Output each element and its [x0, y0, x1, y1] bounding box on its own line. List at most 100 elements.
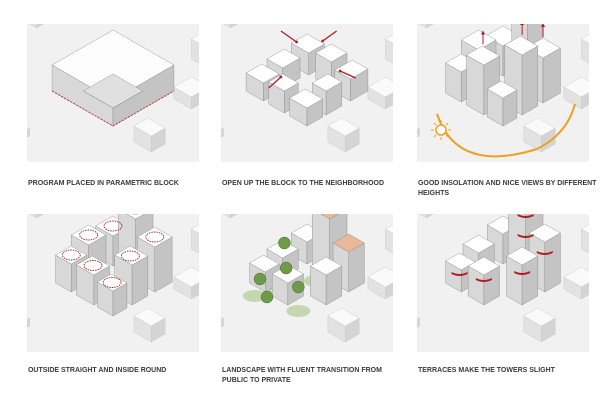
- context-building-roof: [417, 126, 420, 130]
- round-inner-outline: [145, 231, 165, 243]
- context-building-side: [223, 24, 231, 29]
- context-building-side: [419, 24, 427, 29]
- caption-6: TERRACES MAKE THE TOWERS SLIGHT: [418, 365, 555, 374]
- tree-icon: [278, 236, 291, 250]
- context-building-side: [385, 38, 393, 64]
- caption-1: PROGRAM PLACED IN PARAMETRIC BLOCK: [28, 178, 179, 187]
- opening-arrow: [280, 30, 297, 43]
- terrace-cut: [475, 278, 492, 282]
- building-volume-roof: [289, 88, 324, 109]
- round-inner-outline: [61, 249, 81, 261]
- block-boundary-line: [51, 90, 175, 127]
- caption-5: LANDSCAPE WITH FLUENT TRANSITION FROM PU…: [222, 365, 382, 384]
- landscape-area: [286, 305, 311, 317]
- context-building-side: [581, 228, 589, 254]
- tree-icon: [279, 261, 293, 275]
- context-building-roof: [580, 34, 589, 44]
- context-building-side: [419, 214, 427, 219]
- tower-volume-roof: [506, 246, 539, 266]
- tower-volume-roof: [504, 35, 539, 56]
- diagram-panel-1: [27, 24, 199, 162]
- context-building-side: [426, 24, 434, 29]
- context-building-roof: [27, 126, 30, 130]
- context-building-side: [230, 214, 238, 219]
- tower-volume-roof: [249, 254, 280, 273]
- context-building-side: [191, 38, 199, 64]
- context-building-side: [417, 317, 420, 328]
- context-building-roof: [580, 224, 589, 234]
- context-building-side: [426, 214, 434, 219]
- context-building-side: [230, 24, 238, 29]
- tower-volume-roof: [310, 256, 343, 276]
- context-building-side: [221, 127, 224, 138]
- context-building-side: [27, 317, 30, 328]
- straight-round-illustration: [27, 214, 199, 352]
- context-building-roof: [523, 307, 556, 327]
- round-inner-outline: [120, 250, 140, 262]
- diagram-panel-2: [221, 24, 393, 162]
- tower-volume-side: [466, 54, 485, 116]
- opening-arrow: [339, 70, 356, 79]
- terrace-cut: [514, 271, 531, 275]
- building-volume-roof: [245, 63, 280, 84]
- context-building-side: [581, 38, 589, 64]
- context-building-side: [36, 214, 44, 219]
- tower-volume-roof: [467, 256, 500, 276]
- round-inner-outline: [79, 229, 99, 241]
- context-building-roof: [327, 117, 360, 137]
- tower-volume-roof: [332, 233, 365, 253]
- context-building-side: [29, 24, 37, 29]
- sun-ray: [445, 134, 449, 138]
- building-volume-roof: [315, 43, 348, 63]
- building-volume-roof: [266, 48, 301, 69]
- context-building-roof: [133, 117, 166, 137]
- terrace-cut: [536, 251, 553, 255]
- building-volume-roof: [268, 73, 299, 92]
- context-building-roof: [563, 76, 589, 98]
- context-building-roof: [190, 224, 199, 234]
- tower-volume-roof: [76, 255, 110, 276]
- terrace-cut: [451, 272, 468, 276]
- terrace-cut: [517, 234, 534, 238]
- parametric-block-illustration: [27, 24, 199, 162]
- sun-ray: [433, 134, 437, 138]
- sun-ray: [433, 122, 437, 126]
- tower-volume-side: [544, 232, 561, 293]
- tower-volume-roof: [445, 252, 476, 271]
- context-building-roof: [133, 307, 166, 327]
- round-inner-outline: [103, 220, 123, 232]
- context-building-side: [29, 214, 37, 219]
- landscape-area: [242, 290, 267, 302]
- tree-icon: [260, 290, 274, 304]
- arrow-head: [541, 24, 546, 27]
- caption-4: OUTSIDE STRAIGHT AND INSIDE ROUND: [28, 365, 167, 374]
- context-building-roof: [173, 76, 199, 98]
- context-building-roof: [367, 76, 393, 98]
- round-inner-outline: [102, 277, 122, 288]
- tower-volume-roof: [126, 214, 145, 220]
- caption-2: OPEN UP THE BLOCK TO THE NEIGHBORHOOD: [222, 178, 384, 187]
- arrow-head: [520, 24, 525, 25]
- tower-volume-roof: [462, 234, 495, 254]
- arrow-head: [321, 39, 325, 43]
- context-building-roof: [190, 34, 199, 44]
- courtyard-roof: [83, 73, 143, 109]
- sun-ray: [445, 122, 449, 126]
- caption-3: GOOD INSOLATION AND NICE VIEWS BY DIFFER…: [418, 178, 597, 197]
- context-building-roof: [523, 117, 556, 137]
- context-building-side: [223, 214, 231, 219]
- tower-volume-roof: [320, 214, 339, 220]
- tower-volume-roof: [466, 45, 500, 66]
- context-building-roof: [384, 34, 393, 44]
- diagram-panel-6: [417, 214, 589, 352]
- context-building-roof: [27, 316, 30, 320]
- opening-arrow: [268, 76, 282, 89]
- context-building-roof: [327, 307, 360, 327]
- opening-arrow: [322, 30, 337, 42]
- context-building-roof: [221, 126, 224, 130]
- tree-icon: [253, 272, 267, 286]
- context-building-side: [191, 228, 199, 254]
- context-building-side: [417, 127, 420, 138]
- terrace-cut: [517, 214, 534, 218]
- context-building-roof: [221, 316, 224, 320]
